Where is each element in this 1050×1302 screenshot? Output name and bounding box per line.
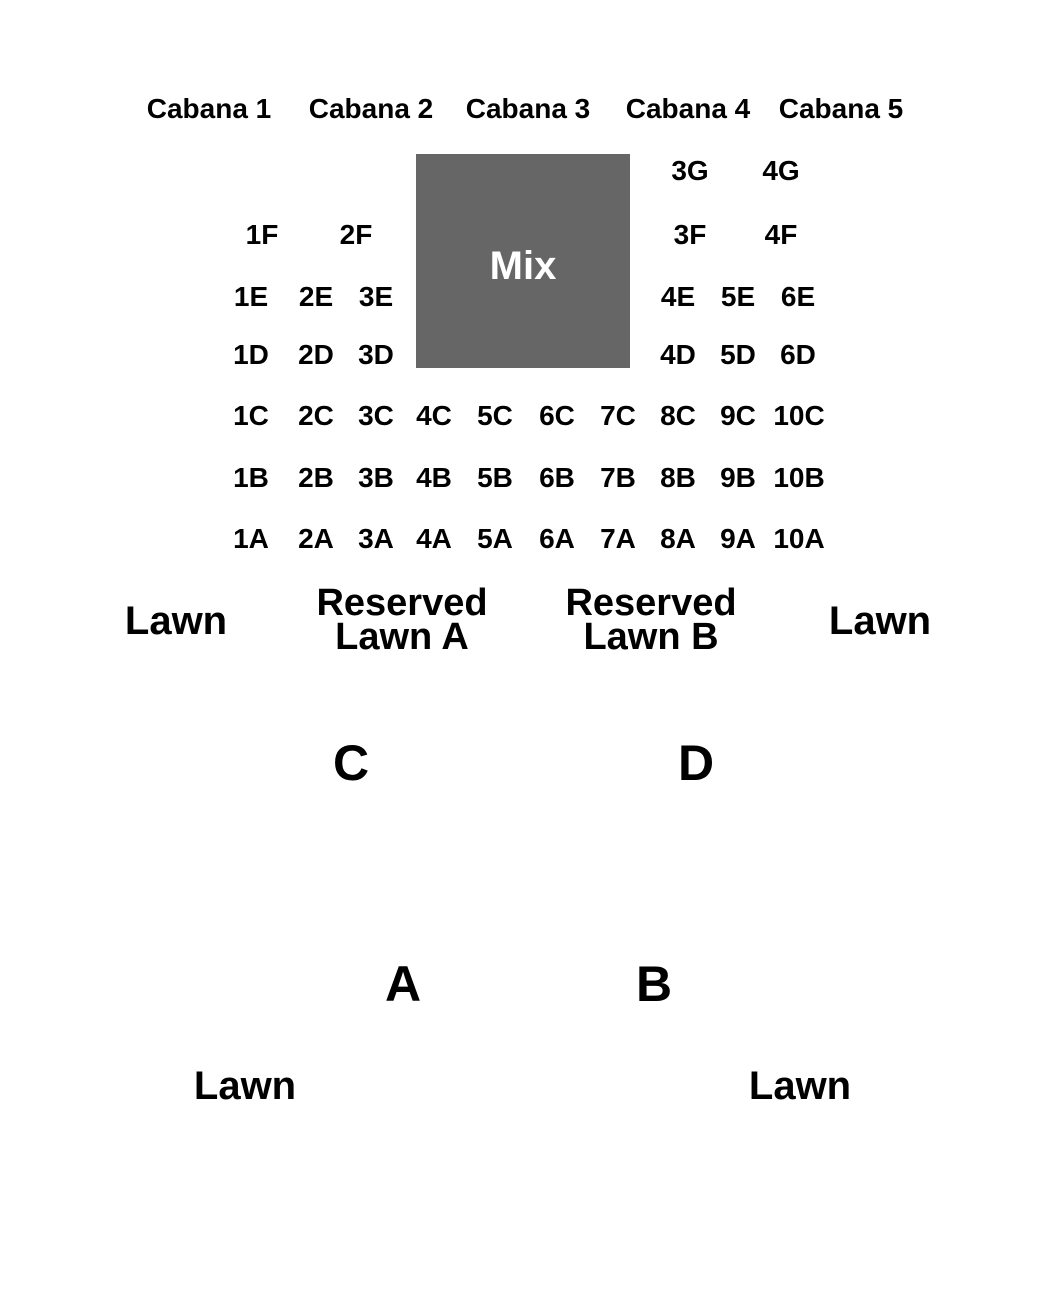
cabana-2[interactable]: Cabana 2 bbox=[308, 93, 434, 124]
seat-1C[interactable]: 1C bbox=[233, 400, 269, 431]
seat-6A[interactable]: 6A bbox=[539, 523, 575, 554]
lawn-lower-right[interactable]: Lawn bbox=[748, 1064, 852, 1108]
seat-3E[interactable]: 3E bbox=[358, 281, 394, 312]
seat-2A[interactable]: 2A bbox=[298, 523, 334, 554]
seat-2D[interactable]: 2D bbox=[298, 339, 334, 370]
mix-position: Mix bbox=[416, 154, 630, 368]
seat-5B[interactable]: 5B bbox=[477, 462, 513, 493]
seat-6D[interactable]: 6D bbox=[780, 339, 816, 370]
seat-9B[interactable]: 9B bbox=[720, 462, 756, 493]
seat-9C[interactable]: 9C bbox=[720, 400, 756, 431]
seat-1E[interactable]: 1E bbox=[233, 281, 269, 312]
reserved-lawn-a-line-2: Lawn A bbox=[335, 616, 469, 658]
seat-6E[interactable]: 6E bbox=[780, 281, 816, 312]
reserved-lawn-a-line-1: Reserved bbox=[316, 582, 488, 624]
reserved-lawn-a[interactable]: Reserved Lawn A bbox=[316, 582, 488, 658]
seat-4B[interactable]: 4B bbox=[416, 462, 452, 493]
seat-5E[interactable]: 5E bbox=[720, 281, 756, 312]
seat-1D[interactable]: 1D bbox=[233, 339, 269, 370]
seat-3G[interactable]: 3G bbox=[671, 155, 709, 186]
seat-4C[interactable]: 4C bbox=[416, 400, 452, 431]
seat-6C[interactable]: 6C bbox=[539, 400, 575, 431]
seat-1B[interactable]: 1B bbox=[233, 462, 269, 493]
mix-label: Mix bbox=[489, 244, 557, 288]
cabana-4[interactable]: Cabana 4 bbox=[625, 93, 751, 124]
seat-6B[interactable]: 6B bbox=[539, 462, 575, 493]
seat-10A[interactable]: 10A bbox=[773, 523, 825, 554]
seat-2E[interactable]: 2E bbox=[298, 281, 334, 312]
seat-4F[interactable]: 4F bbox=[764, 219, 798, 250]
seat-3D[interactable]: 3D bbox=[358, 339, 394, 370]
seat-8B[interactable]: 8B bbox=[660, 462, 696, 493]
seat-7C[interactable]: 7C bbox=[600, 400, 636, 431]
cabana-3[interactable]: Cabana 3 bbox=[465, 93, 591, 124]
seat-10B[interactable]: 10B bbox=[773, 462, 825, 493]
seat-4E[interactable]: 4E bbox=[660, 281, 696, 312]
section-c[interactable]: C bbox=[332, 735, 370, 791]
cabana-1[interactable]: Cabana 1 bbox=[146, 93, 272, 124]
section-d[interactable]: D bbox=[677, 735, 715, 791]
seat-5C[interactable]: 5C bbox=[477, 400, 513, 431]
seat-5D[interactable]: 5D bbox=[720, 339, 756, 370]
section-a[interactable]: A bbox=[384, 956, 422, 1012]
seat-3F[interactable]: 3F bbox=[673, 219, 707, 250]
seat-1F[interactable]: 1F bbox=[245, 219, 279, 250]
reserved-lawn-b-line-2: Lawn B bbox=[583, 616, 719, 658]
seat-10C[interactable]: 10C bbox=[773, 400, 825, 431]
seat-2C[interactable]: 2C bbox=[298, 400, 334, 431]
seat-4D[interactable]: 4D bbox=[660, 339, 696, 370]
seat-3B[interactable]: 3B bbox=[358, 462, 394, 493]
seat-8A[interactable]: 8A bbox=[660, 523, 696, 554]
lawn-upper-right[interactable]: Lawn bbox=[828, 599, 932, 643]
seat-4A[interactable]: 4A bbox=[416, 523, 452, 554]
seat-5A[interactable]: 5A bbox=[477, 523, 513, 554]
seat-8C[interactable]: 8C bbox=[660, 400, 696, 431]
seat-2F[interactable]: 2F bbox=[339, 219, 373, 250]
seat-9A[interactable]: 9A bbox=[720, 523, 756, 554]
seat-3A[interactable]: 3A bbox=[358, 523, 394, 554]
lawn-upper-left[interactable]: Lawn bbox=[124, 599, 228, 643]
seat-7A[interactable]: 7A bbox=[600, 523, 636, 554]
seat-1A[interactable]: 1A bbox=[233, 523, 269, 554]
seat-3C[interactable]: 3C bbox=[358, 400, 394, 431]
lawn-lower-left[interactable]: Lawn bbox=[193, 1064, 297, 1108]
seat-4G[interactable]: 4G bbox=[762, 155, 800, 186]
cabana-5[interactable]: Cabana 5 bbox=[778, 93, 904, 124]
reserved-lawn-b[interactable]: Reserved Lawn B bbox=[565, 582, 737, 658]
seat-2B[interactable]: 2B bbox=[298, 462, 334, 493]
reserved-lawn-b-line-1: Reserved bbox=[565, 582, 737, 624]
section-b[interactable]: B bbox=[635, 956, 673, 1012]
seat-7B[interactable]: 7B bbox=[600, 462, 636, 493]
